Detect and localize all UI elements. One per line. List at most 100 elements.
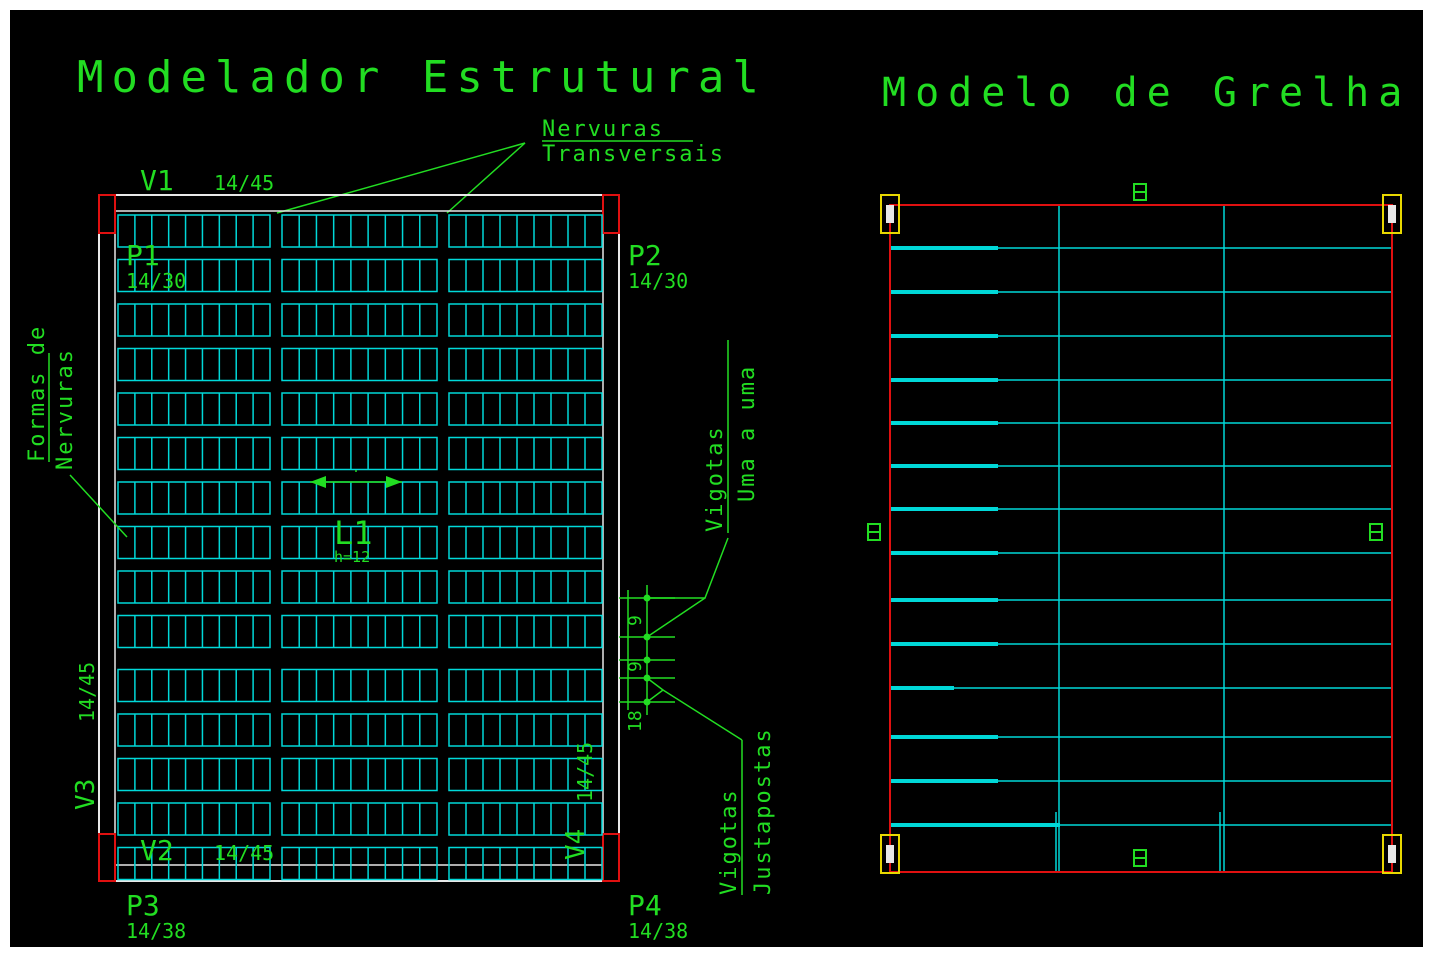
grid-support-node-4 <box>1388 845 1396 863</box>
rib-form-row <box>281 802 438 836</box>
beam-v2-dim: 14/45 <box>214 841 274 865</box>
rib-form-row <box>117 713 271 747</box>
beam-v1-label: V1 <box>140 164 174 197</box>
rib-form-row <box>448 614 603 649</box>
grid-support-pillar-3 <box>880 834 900 874</box>
rib-form-row <box>117 214 271 248</box>
rib-form-row <box>448 668 603 703</box>
rib-form-row <box>117 668 271 703</box>
slab-outline <box>98 194 620 882</box>
dim-node-3 <box>643 656 651 664</box>
formas-label-2: Nervuras <box>53 348 78 470</box>
grid-support-pillar-2 <box>1382 194 1402 234</box>
rib-form-row <box>448 481 603 515</box>
rib-form-row <box>448 525 603 560</box>
rib-form-row <box>281 258 438 293</box>
rib-form-row <box>448 436 603 471</box>
slab-sub-label: h=12 <box>334 548 370 566</box>
beam-v1-dim: 14/45 <box>214 171 274 195</box>
dim-label-2: 9 <box>625 661 646 672</box>
nervuras-leader-1 <box>276 142 526 214</box>
rib-form-row <box>448 258 603 293</box>
grid-support-pillar-4 <box>1382 834 1402 874</box>
rib-form-row <box>117 846 271 881</box>
vigotas-uma-label-1: Vigotas <box>703 425 728 532</box>
slab-direction-arrow-left <box>310 476 326 488</box>
pillar-p2 <box>602 194 620 234</box>
pillar-p3 <box>98 833 116 882</box>
rib-form-row <box>281 214 438 248</box>
modelador-title: Modelador Estrutural <box>77 52 767 103</box>
vigotas-just-leader-2 <box>646 677 664 691</box>
pillar-p1-dim: 14/30 <box>126 269 186 293</box>
grelha-title: Modelo de Grelha <box>882 70 1411 116</box>
vigotas-uma-leader-2 <box>646 597 706 638</box>
pillar-p1 <box>98 194 116 234</box>
rib-form-row <box>281 570 438 604</box>
pillar-p3-dim: 14/38 <box>126 919 186 943</box>
rib-grid <box>117 214 603 881</box>
rib-form-row <box>281 757 438 792</box>
pillar-p4 <box>602 833 620 882</box>
rib-form-row <box>117 392 271 426</box>
rib-form-row <box>117 802 271 836</box>
rib-form-row <box>117 481 271 515</box>
cad-drawing: Modelador Estrutural Nervuras Transversa… <box>10 10 1423 947</box>
slab-inner-outline <box>114 210 604 866</box>
rib-form-row <box>448 570 603 604</box>
rib-form-row <box>281 303 438 337</box>
vigotas-just-label-1: Vigotas <box>717 788 742 895</box>
nervuras-label-2: Transversais <box>542 142 725 167</box>
rib-form-row <box>448 303 603 337</box>
dim-label-3: 18 <box>625 710 646 732</box>
rib-form-row <box>281 525 438 560</box>
pillar-p4-dim: 14/38 <box>628 919 688 943</box>
rib-form-row <box>281 436 438 471</box>
slab-label: L1 <box>334 514 373 552</box>
rib-form-row <box>281 846 438 881</box>
pillar-p4-label: P4 <box>628 889 662 922</box>
dim-label-1: 9 <box>625 615 646 626</box>
rib-form-row <box>117 525 271 560</box>
pillar-p1-label: P1 <box>126 239 160 272</box>
beam-v4-dim: 14/45 <box>573 742 597 802</box>
vigotas-uma-label-2: Uma a uma <box>735 365 760 502</box>
rib-form-row <box>117 347 271 382</box>
grid-support-node-2 <box>1388 205 1396 223</box>
formas-leader <box>69 474 128 538</box>
rib-form-row <box>281 668 438 703</box>
rib-form-row <box>117 303 271 337</box>
rib-form-row <box>448 214 603 248</box>
rib-form-row <box>117 436 271 471</box>
rib-form-row <box>117 258 271 293</box>
rib-form-row <box>448 713 603 747</box>
nervuras-leader-2 <box>446 142 526 214</box>
rib-form-row <box>117 570 271 604</box>
rib-form-row <box>281 392 438 426</box>
pillar-p2-label: P2 <box>628 239 662 272</box>
rib-form-row <box>281 713 438 747</box>
rib-form-row <box>448 347 603 382</box>
beam-v4-label: V4 <box>561 829 591 860</box>
rib-form-row <box>117 757 271 792</box>
rib-form-row <box>281 614 438 649</box>
slab-direction-arrow-right <box>386 476 402 488</box>
beam-v3-dim: 14/45 <box>75 662 99 722</box>
rib-form-row <box>448 757 603 792</box>
grid-frame <box>889 204 1393 873</box>
grid-support-node-1 <box>886 205 894 223</box>
beam-v2-label: V2 <box>140 834 174 867</box>
rib-form-row <box>448 392 603 426</box>
beam-v3-label: V3 <box>71 779 101 810</box>
grid-support-node-3 <box>886 845 894 863</box>
rib-form-row <box>448 846 603 881</box>
rib-form-row <box>117 614 271 649</box>
formas-label-1: Formas de <box>25 325 50 462</box>
rib-form-row <box>448 802 603 836</box>
vigotas-just-label-2: Justapostas <box>751 727 776 895</box>
pillar-p2-dim: 14/30 <box>628 269 688 293</box>
grid-support-pillar-1 <box>880 194 900 234</box>
pillar-p3-label: P3 <box>126 889 160 922</box>
nervuras-label-1: Nervuras <box>542 117 664 142</box>
grid-model <box>867 183 1402 874</box>
